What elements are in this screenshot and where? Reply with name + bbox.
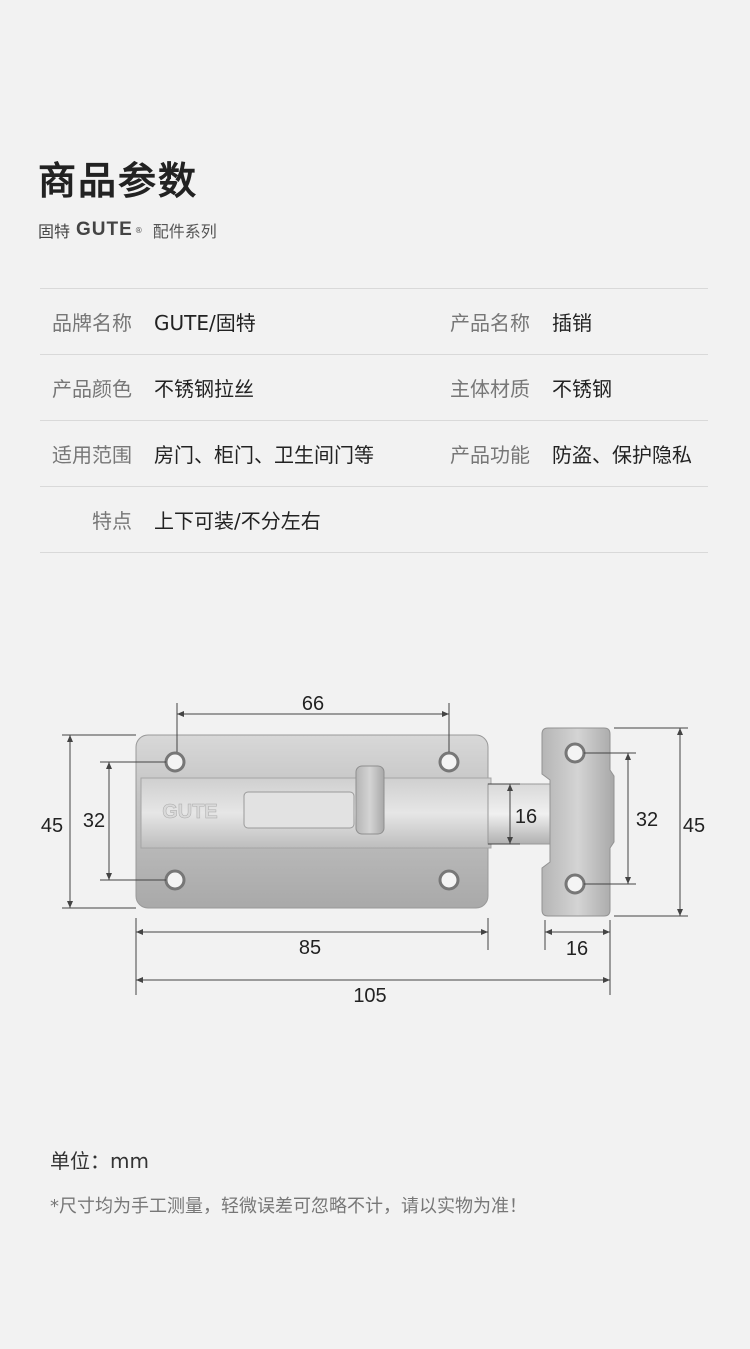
page-background: [4, 4, 746, 1340]
brand-subtitle: 固特 GUTE ® 配件系列: [38, 218, 217, 242]
unit-label: 单位：mm: [50, 1149, 149, 1173]
spec-label: 产品名称: [450, 311, 530, 335]
spec-label: 适用范围: [52, 443, 132, 467]
spec-label: 特点: [92, 509, 132, 533]
brand-series: 配件系列: [152, 222, 217, 241]
spec-value: GUTE/固特: [154, 311, 256, 335]
brand-name-cn: 固特: [38, 222, 71, 241]
spec-row: 特点 上下可装/不分左右: [40, 487, 708, 553]
spec-label: 产品颜色: [52, 377, 132, 401]
registered-mark-icon: ®: [134, 225, 143, 235]
page-title: 商品参数: [38, 159, 199, 203]
spec-label: 产品功能: [450, 443, 530, 467]
brand-logo: GUTE: [76, 219, 133, 240]
spec-value: 房门、柜门、卫生间门等: [154, 443, 374, 467]
spec-row: 产品颜色 不锈钢拉丝 主体材质 不锈钢: [40, 355, 708, 421]
spec-value: 不锈钢拉丝: [154, 377, 254, 401]
spec-value: 插销: [552, 311, 592, 335]
spec-row: 品牌名称 GUTE/固特 产品名称 插销: [40, 289, 708, 355]
spec-value: 上下可装/不分左右: [154, 509, 321, 533]
spec-value: 防盗、保护隐私: [552, 443, 692, 467]
spec-label: 主体材质: [450, 377, 530, 401]
spec-row: 适用范围 房门、柜门、卫生间门等 产品功能 防盗、保护隐私: [40, 421, 708, 487]
measurement-note: *尺寸均为手工测量，轻微误差可忽略不计，请以实物为准！: [50, 1196, 527, 1217]
spec-label: 品牌名称: [52, 311, 132, 335]
spec-table: 品牌名称 GUTE/固特 产品名称 插销 产品颜色 不锈钢拉丝 主体材质 不锈钢…: [40, 288, 708, 553]
spec-value: 不锈钢: [552, 377, 612, 401]
